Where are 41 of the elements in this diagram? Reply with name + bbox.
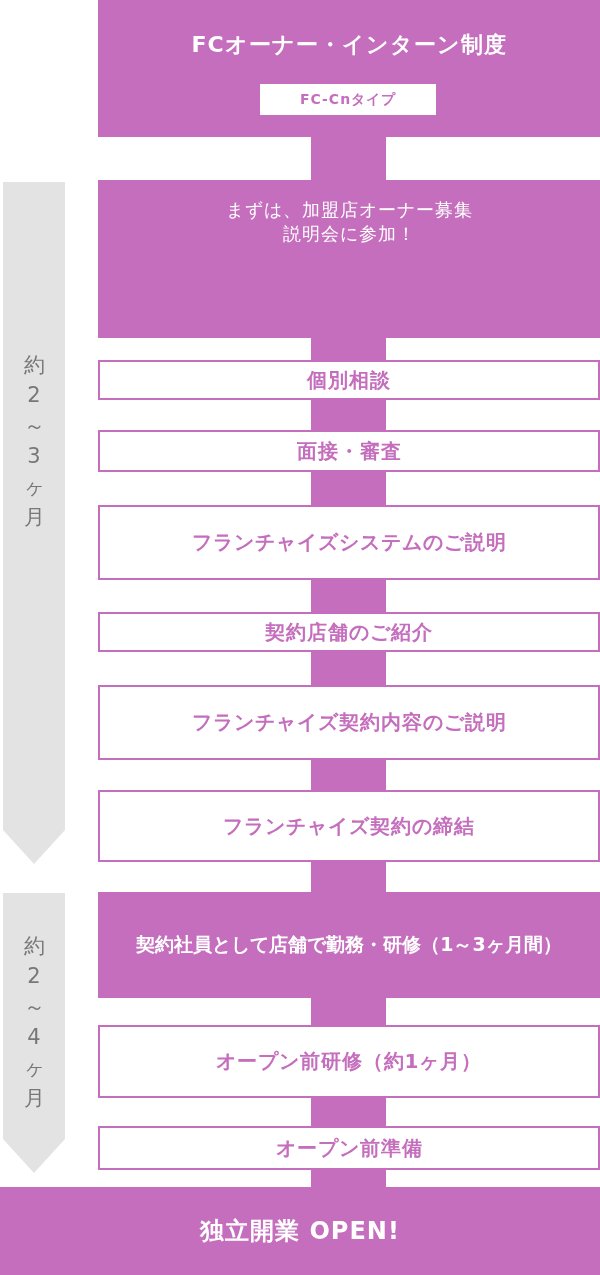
step-label: 契約店舗のご紹介: [265, 618, 433, 646]
step-label: オープン前研修（約1ヶ月）: [215, 1048, 483, 1075]
type-tag: [260, 84, 436, 115]
step-box: [98, 1126, 600, 1170]
program-header-box: [98, 0, 600, 137]
step-box: [98, 790, 600, 862]
step-box: [98, 430, 600, 472]
goal-box: [0, 1187, 600, 1275]
period-label: 約2～3ヶ月: [23, 352, 45, 532]
connector-bar: [311, 760, 386, 790]
step-box: [98, 892, 600, 998]
step-label: まずは、加盟店オーナー募集説明会に参加！: [224, 198, 474, 247]
period-band: [3, 893, 65, 1173]
step-box: [98, 180, 600, 338]
step-label: フランチャイズシステムのご説明: [191, 529, 507, 556]
connector-bar: [311, 400, 386, 430]
program-title: FCオーナー・インターン制度: [191, 31, 507, 59]
connector-bar: [311, 652, 386, 685]
step-box: [98, 685, 600, 760]
connector-bar: [311, 338, 386, 360]
connector-bar: [311, 1098, 386, 1126]
step-label: フランチャイズ契約の締結: [223, 812, 475, 840]
step-label: 個別相談: [307, 366, 391, 394]
period-band: [3, 182, 65, 864]
step-label: FC-Cnタイプ: [299, 90, 397, 109]
step-box: [98, 360, 600, 400]
step-label: 独立開業 OPEN!: [200, 1215, 400, 1247]
connector-bar: [311, 998, 386, 1025]
connector-bar: [311, 137, 386, 180]
step-label: オープン前準備: [275, 1134, 423, 1162]
connector-bar: [311, 580, 386, 612]
connector-bar: [311, 472, 386, 505]
step-box: [98, 1025, 600, 1098]
step-label: 契約社員として店舗で勤務・研修（1～3ヶ月間）: [136, 932, 562, 958]
step-box: [98, 505, 600, 580]
connector-bar: [311, 1170, 386, 1187]
step-label: 面接・審査: [296, 437, 402, 465]
step-label: フランチャイズ契約内容のご説明: [191, 709, 507, 736]
step-box: [98, 612, 600, 652]
connector-bar: [311, 862, 386, 892]
period-label: 約2～4ヶ月: [23, 933, 45, 1113]
